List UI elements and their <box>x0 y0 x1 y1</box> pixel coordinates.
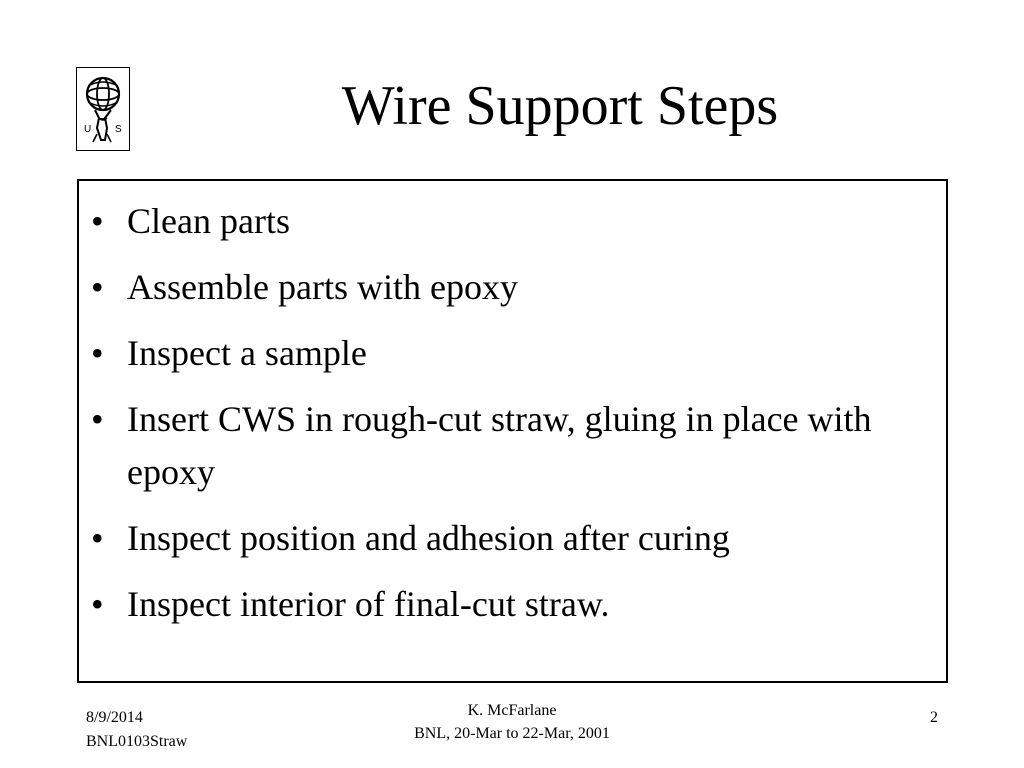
bullet-marker: • <box>91 518 104 558</box>
footer-file: BNL0103Straw <box>86 733 188 750</box>
bullet-text: Assemble parts with epoxy <box>127 267 518 307</box>
bullet-text: Insert CWS in rough-cut straw, gluing in… <box>127 399 872 492</box>
logo-letter-u: U <box>84 124 91 135</box>
bullet-marker: • <box>91 584 104 624</box>
bullet-text: Inspect interior of final-cut straw. <box>127 584 610 624</box>
bullet-item: • Clean parts <box>87 195 937 248</box>
bullet-item: • Inspect position and adhesion after cur… <box>87 512 937 565</box>
bullet-text: Clean parts <box>127 201 290 241</box>
bullet-marker: • <box>91 201 104 241</box>
logo-letter-s: S <box>115 124 122 135</box>
bullet-item: • Inspect interior of final-cut straw. <box>87 578 937 631</box>
bullet-marker: • <box>91 267 104 307</box>
bullet-marker: • <box>91 399 104 439</box>
slide-title: Wire Support Steps <box>341 75 779 137</box>
bullet-text: Inspect position and adhesion after curi… <box>127 518 730 558</box>
bullet-item: • Inspect a sample <box>87 327 937 380</box>
footer-page-number: 2 <box>930 709 938 726</box>
footer-event: BNL, 20-Mar to 22-Mar, 2001 <box>414 725 610 742</box>
bullet-item: • Assemble parts with epoxy <box>87 261 937 314</box>
footer-left: 8/9/2014 BNL0103Straw <box>86 706 187 754</box>
bullet-marker: • <box>91 333 104 373</box>
bullet-text: Inspect a sample <box>127 333 367 373</box>
footer-date: 8/9/2014 <box>86 709 143 726</box>
bullet-content-box: •Clean parts •Assemble parts with epoxy … <box>77 179 948 683</box>
atlas-globe-logo-icon: U S <box>76 67 130 151</box>
bullet-item: • Insert CWS in rough-cut straw, gluing i… <box>87 393 937 499</box>
footer-author: K. McFarlane <box>467 702 557 719</box>
bullet-list: •Clean parts •Assemble parts with epoxy … <box>87 195 937 644</box>
footer-center: K. McFarlane BNL, 20-Mar to 22-Mar, 2001 <box>362 699 662 745</box>
